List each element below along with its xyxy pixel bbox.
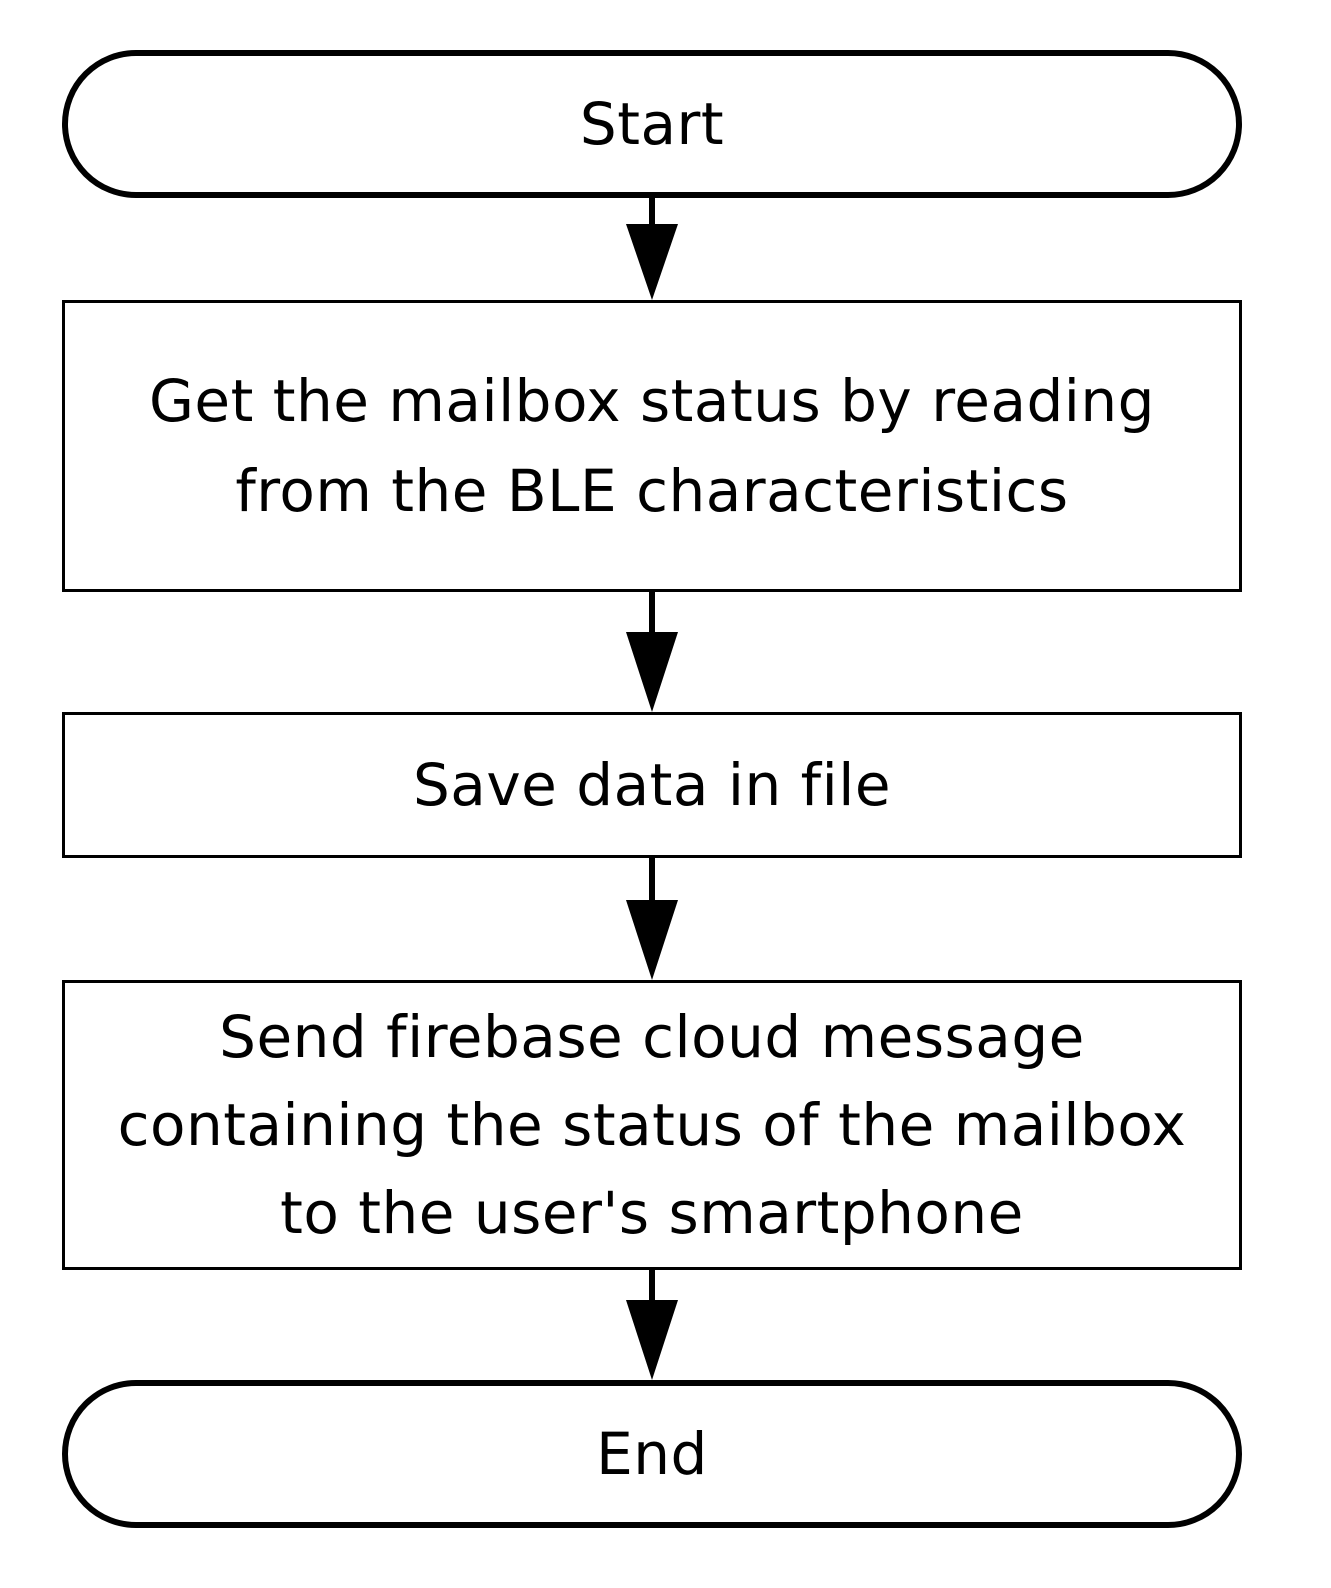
start-label: Start <box>579 90 725 158</box>
process-send-cloud-message-line3: to the user's smartphone <box>280 1179 1024 1247</box>
process-get-mailbox-status: Get the mailbox status by reading from t… <box>62 300 1242 592</box>
end-label: End <box>596 1420 708 1488</box>
process-send-cloud-message-line2: containing the status of the mailbox <box>117 1091 1187 1159</box>
process-get-mailbox-status-line2: from the BLE characteristics <box>235 457 1069 525</box>
arrow-step3-to-end <box>626 1270 678 1380</box>
end-terminal: End <box>62 1380 1242 1528</box>
process-get-mailbox-status-line1: Get the mailbox status by reading <box>148 367 1155 435</box>
start-terminal: Start <box>62 50 1242 198</box>
arrow-step1-to-step2 <box>626 592 678 712</box>
process-save-data: Save data in file <box>62 712 1242 858</box>
process-send-cloud-message-line1: Send firebase cloud message <box>219 1003 1085 1071</box>
process-save-data-label: Save data in file <box>412 751 892 819</box>
process-send-cloud-message: Send firebase cloud message containing t… <box>62 980 1242 1270</box>
arrow-step2-to-step3 <box>626 858 678 980</box>
arrow-start-to-step1 <box>626 198 678 300</box>
